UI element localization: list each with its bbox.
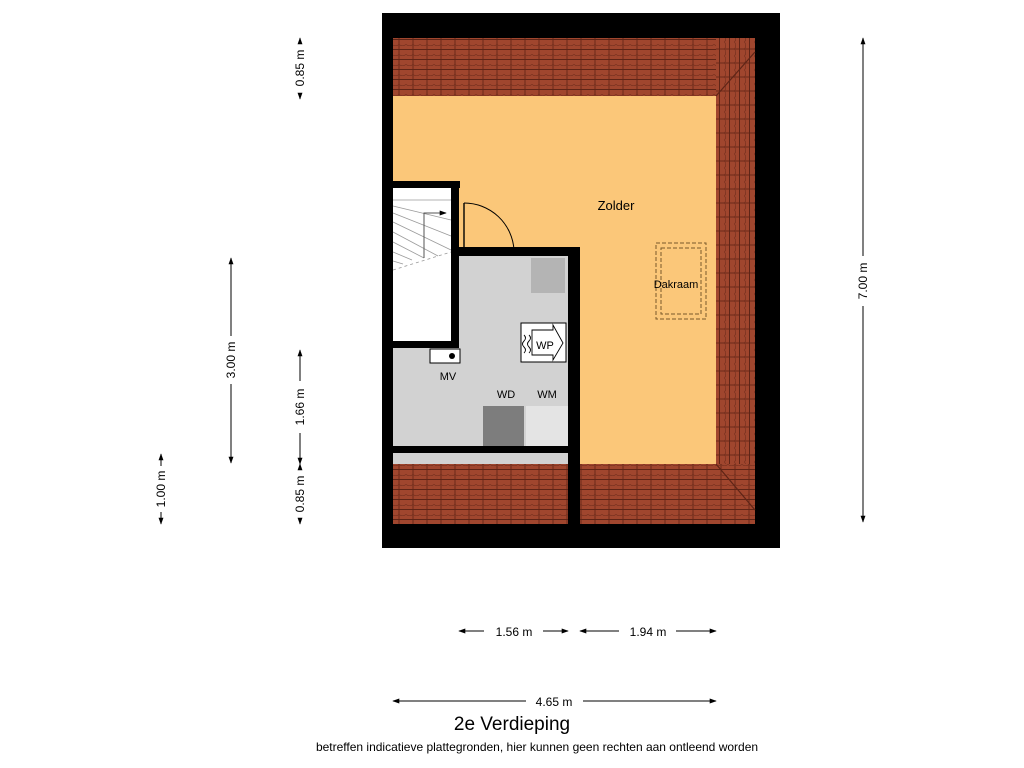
dimension-total-depth: 7.00 m bbox=[856, 37, 870, 523]
heat-pump-symbol bbox=[522, 323, 564, 362]
skylight-label: Dakraam bbox=[654, 279, 699, 291]
utility-bottom-wall bbox=[393, 446, 580, 453]
roof-hip-line-top bbox=[715, 51, 756, 97]
skylight-outer bbox=[655, 242, 707, 320]
washer-label: WM bbox=[537, 389, 557, 401]
svg-text:4.65 m: 4.65 m bbox=[536, 695, 573, 709]
roof-tiles-top bbox=[393, 38, 755, 96]
sink bbox=[531, 258, 565, 293]
dimension-utility-depth: 1.66 m bbox=[293, 349, 307, 465]
utility-top-wall bbox=[517, 247, 580, 256]
attic-room-label: Zolder bbox=[598, 198, 636, 213]
washer bbox=[526, 406, 568, 446]
attic-floor bbox=[393, 96, 716, 464]
svg-text:1.56 m: 1.56 m bbox=[496, 625, 533, 639]
dimension-width-right: 1.94 m bbox=[579, 625, 717, 639]
svg-text:1.66 m: 1.66 m bbox=[293, 389, 307, 426]
svg-text:3.00 m: 3.00 m bbox=[224, 342, 238, 379]
stair-top-wall bbox=[393, 181, 460, 188]
svg-text:0.85 m: 0.85 m bbox=[293, 476, 307, 513]
dimension-total-width: 4.65 m bbox=[392, 695, 717, 709]
svg-text:7.00 m: 7.00 m bbox=[856, 263, 870, 300]
dryer-label: WD bbox=[497, 389, 515, 401]
roof-hip-line-bottom bbox=[715, 463, 756, 511]
heat-pump-label: WP bbox=[536, 340, 554, 352]
svg-text:1.94 m: 1.94 m bbox=[630, 625, 667, 639]
dimension-left-small: 1.00 m bbox=[154, 453, 168, 525]
stair-handrail-arrow bbox=[423, 210, 447, 258]
roof-tiles-bottom-right bbox=[580, 464, 755, 524]
stair-bottom-wall bbox=[393, 341, 459, 348]
utility-bottom-band bbox=[393, 453, 568, 464]
stair-right-wall bbox=[451, 187, 459, 341]
dimension-stair-height: 3.00 m bbox=[224, 257, 238, 464]
roof-tiles-bottom-left bbox=[393, 464, 568, 524]
dryer bbox=[483, 406, 524, 446]
dimension-width-left: 1.56 m bbox=[458, 625, 569, 639]
ventilation-fan-icon bbox=[449, 353, 455, 359]
utility-right-wall bbox=[568, 247, 580, 547]
svg-text:1.00 m: 1.00 m bbox=[154, 471, 168, 508]
utility-door bbox=[459, 202, 517, 255]
dimension-top-overhang: 0.85 m bbox=[293, 37, 307, 100]
disclaimer-text: betreffen indicatieve plattegronden, hie… bbox=[315, 740, 759, 754]
skylight-inner bbox=[660, 247, 702, 315]
ventilation-label: MV bbox=[440, 371, 457, 383]
ventilation-unit bbox=[429, 348, 461, 364]
staircase bbox=[392, 199, 452, 271]
floor-title: 2e Verdieping bbox=[453, 714, 571, 735]
heat-pump-unit bbox=[520, 322, 567, 363]
dimension-bottom-overhang: 0.85 m bbox=[293, 463, 307, 525]
roof-tiles-right bbox=[716, 38, 755, 524]
svg-text:0.85 m: 0.85 m bbox=[293, 50, 307, 87]
